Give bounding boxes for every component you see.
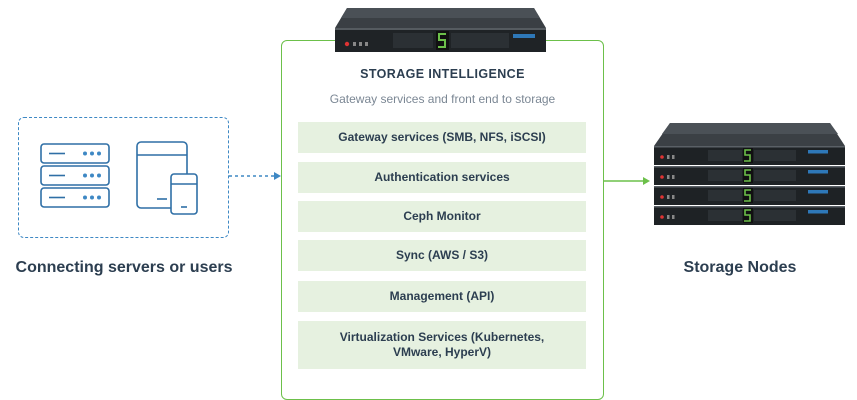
clients-label: Connecting servers or users bbox=[15, 259, 233, 276]
service-management: Management (API) bbox=[298, 281, 586, 312]
gateway-to-storage-arrow bbox=[603, 177, 650, 185]
service-ceph-monitor: Ceph Monitor bbox=[298, 201, 586, 232]
storage-nodes-icon bbox=[653, 123, 846, 226]
service-virtualization: Virtualization Services (Kubernetes, VMw… bbox=[298, 321, 586, 369]
clients-to-gateway-arrow bbox=[229, 172, 281, 180]
panel-subtitle: Gateway services and front end to storag… bbox=[329, 92, 556, 106]
service-sync: Sync (AWS / S3) bbox=[298, 240, 586, 271]
gateway-server-icon bbox=[335, 8, 546, 52]
service-authentication: Authentication services bbox=[298, 162, 586, 193]
panel-title: STORAGE INTELLIGENCE bbox=[360, 67, 525, 81]
clients-group bbox=[18, 117, 229, 238]
server-rack-icon bbox=[40, 143, 110, 208]
service-gateway: Gateway services (SMB, NFS, iSCSI) bbox=[298, 122, 586, 153]
storage-nodes-label: Storage Nodes bbox=[683, 259, 797, 276]
tablet-phone-icon bbox=[136, 141, 198, 215]
